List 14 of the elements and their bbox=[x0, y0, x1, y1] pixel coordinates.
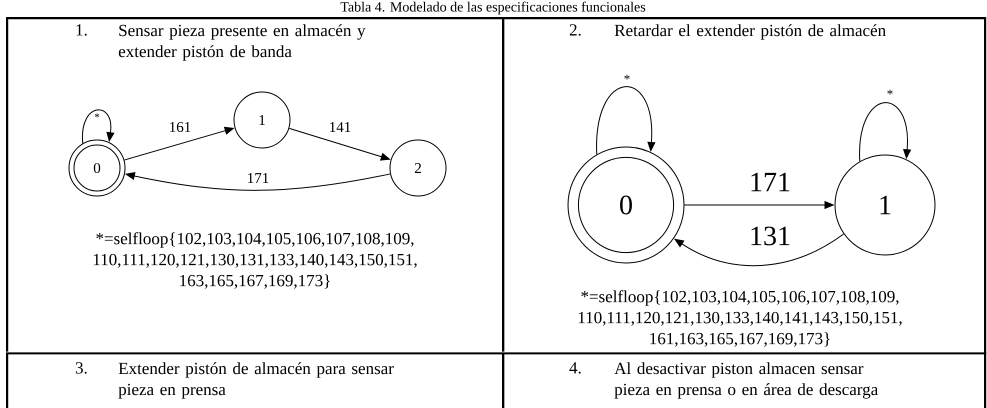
edge-label: 141 bbox=[328, 121, 352, 133]
table-cell: 3. Extender pistón de almacén para sensar pieza en prensa bbox=[6, 352, 504, 408]
self-loop-arrow bbox=[596, 86, 656, 155]
edge-label: 131 bbox=[748, 226, 792, 246]
table-cell: 4. Al desactivar piston almacen sensar pieza en prensa o en área de descarga bbox=[502, 352, 986, 408]
edge-label: 161 bbox=[168, 120, 192, 134]
edge-label: * bbox=[93, 112, 101, 122]
table-title: Tabla 4. Modelado de las especificaciones funcionales bbox=[340, 2, 646, 14]
edge-label: * bbox=[886, 88, 894, 100]
edge-label: * bbox=[622, 74, 632, 84]
edge-label: 171 bbox=[748, 172, 792, 192]
edge-label: 171 bbox=[246, 172, 270, 184]
self-loop-arrow bbox=[82, 110, 115, 144]
self-loop-arrow bbox=[859, 102, 912, 162]
